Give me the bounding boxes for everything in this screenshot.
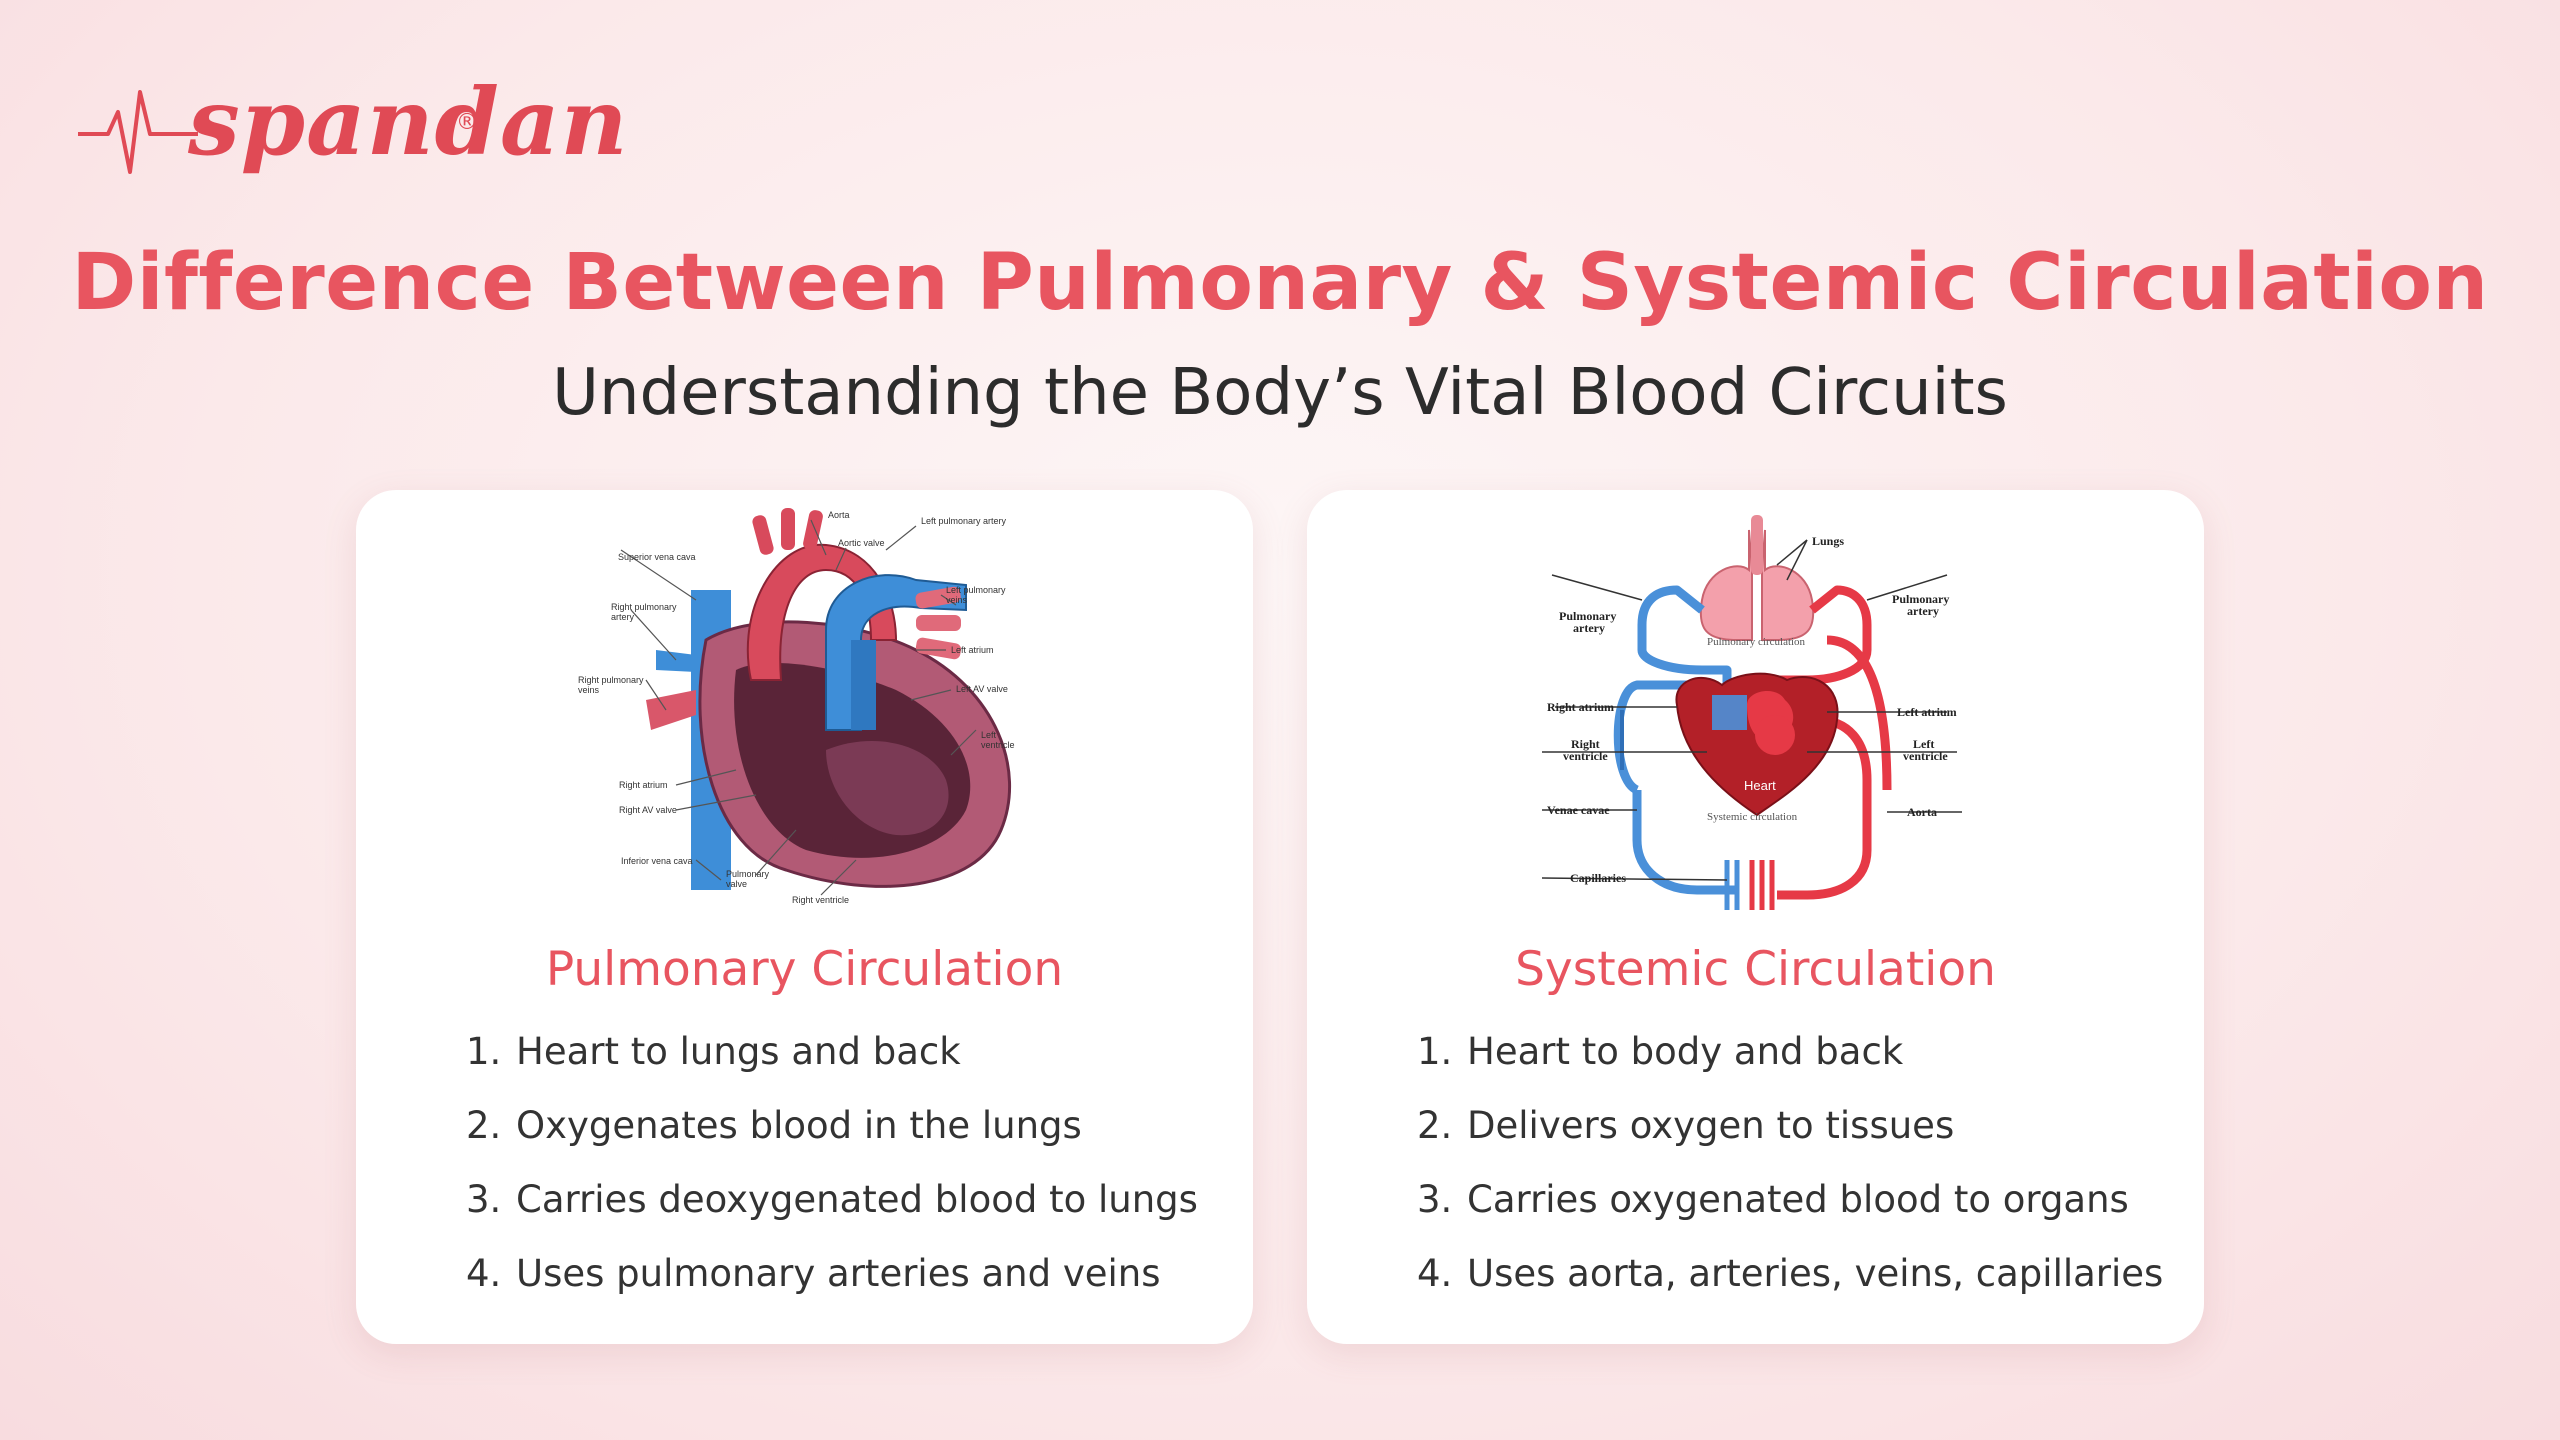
label-right-ventricle-2: ventricle <box>1563 749 1608 763</box>
label-right-atrium: Right atrium <box>1547 700 1614 714</box>
list-item: 1. Heart to lungs and back <box>466 1014 1198 1088</box>
label-systemic-circulation: Systemic circulation <box>1707 811 1798 823</box>
list-text: Carries deoxygenated blood to lungs <box>516 1177 1198 1221</box>
heartbeat-icon <box>78 90 198 174</box>
label-right-pulmonary-veins-2: veins <box>578 685 600 695</box>
list-number: 1. <box>1417 1029 1453 1073</box>
pulmonary-title: Pulmonary Circulation <box>545 942 1064 997</box>
page-subtitle: Understanding the Body’s Vital Blood Cir… <box>552 356 2008 430</box>
label-pulmonary-valve-2: valve <box>726 879 747 889</box>
pulmonary-card: Aorta Aortic valve Left pulmonary artery… <box>356 490 1253 1344</box>
list-item: 2. Oxygenates blood in the lungs <box>466 1088 1198 1162</box>
pulmonary-list: 1. Heart to lungs and back 2. Oxygenates b… <box>466 1014 1198 1310</box>
list-text: Uses pulmonary arteries and veins <box>516 1251 1161 1295</box>
label-left-ventricle: Left <box>981 730 997 740</box>
list-number: 3. <box>466 1177 502 1221</box>
lungs-shape <box>1699 515 1815 641</box>
aorta-shape <box>746 543 898 681</box>
label-left-pulmonary-veins-2: veins <box>946 595 968 605</box>
label-capillaries: Capillaries <box>1570 871 1626 885</box>
registered-mark: ® <box>456 110 478 135</box>
label-left-ventricle-2: ventricle <box>1903 749 1948 763</box>
label-right-ventricle: Right ventricle <box>792 895 849 905</box>
list-text: Heart to lungs and back <box>516 1029 961 1073</box>
label-aortic-valve: Aortic valve <box>838 538 885 548</box>
label-pulmonary-circulation: Pulmonary circulation <box>1707 636 1806 648</box>
list-item: 4. Uses aorta, arteries, veins, capillari… <box>1417 1236 2163 1310</box>
list-item: 3. Carries oxygenated blood to organs <box>1417 1162 2163 1236</box>
list-number: 2. <box>1417 1103 1453 1147</box>
label-right-av-valve: Right AV valve <box>619 805 677 815</box>
label-left-ventricle-2: ventricle <box>981 740 1015 750</box>
label-inferior-vena-cava: Inferior vena cava <box>621 856 693 866</box>
list-item: 4. Uses pulmonary arteries and veins <box>466 1236 1198 1310</box>
systemic-list: 1. Heart to body and back 2. Delivers oxyg… <box>1417 1014 2163 1310</box>
logo-wordmark: spandan <box>188 68 629 176</box>
circulation-diagram: Lungs Pulmonary artery Pulmonary artery … <box>1541 515 1962 910</box>
list-text: Uses aorta, arteries, veins, capillaries <box>1467 1251 2164 1295</box>
list-item: 1. Heart to body and back <box>1417 1014 2163 1088</box>
list-number: 2. <box>466 1103 502 1147</box>
page-title: Difference Between Pulmonary & Systemic … <box>71 238 2489 328</box>
label-lungs: Lungs <box>1812 534 1844 548</box>
systemic-title: Systemic Circulation <box>1515 942 1996 997</box>
list-item: 2. Delivers oxygen to tissues <box>1417 1088 2163 1162</box>
label-heart: Heart <box>1744 778 1776 793</box>
label-right-ventricle: Right <box>1571 737 1600 751</box>
label-right-atrium: Right atrium <box>619 780 668 790</box>
list-item: 3. Carries deoxygenated blood to lungs <box>466 1162 1198 1236</box>
label-superior-vena-cava: Superior vena cava <box>618 552 696 562</box>
list-text: Carries oxygenated blood to organs <box>1467 1177 2129 1221</box>
label-left-atrium: Left atrium <box>1897 705 1957 719</box>
arterial-loop-shape <box>1772 585 1872 700</box>
label-left-atrium: Left atrium <box>951 645 994 655</box>
label-left-av-valve: Left AV valve <box>956 684 1008 694</box>
heart-anatomy-diagram: Aorta Aortic valve Left pulmonary artery… <box>578 508 1015 905</box>
list-text: Oxygenates blood in the lungs <box>516 1103 1082 1147</box>
list-number: 4. <box>1417 1251 1453 1295</box>
list-text: Heart to body and back <box>1467 1029 1904 1073</box>
list-text: Delivers oxygen to tissues <box>1467 1103 1955 1147</box>
label-venae-cavae: Venae cavae <box>1547 803 1610 817</box>
list-number: 1. <box>466 1029 502 1073</box>
list-number: 4. <box>466 1251 502 1295</box>
label-right-pulmonary-artery: Right pulmonary <box>611 602 677 612</box>
list-number: 3. <box>1417 1177 1453 1221</box>
label-left-pulmonary-artery: Left pulmonary artery <box>921 516 1007 526</box>
label-pulmonary-valve: Pulmonary <box>726 869 770 879</box>
label-aorta: Aorta <box>828 510 850 520</box>
right-pulmonary-vein-shape <box>646 690 696 730</box>
capillaries-shape <box>1724 860 1775 910</box>
label-pulmonary-artery-left: Pulmonary <box>1559 609 1616 623</box>
label-left-ventricle: Left <box>1913 737 1934 751</box>
spandan-logo: spandan ® <box>78 68 627 202</box>
label-aorta: Aorta <box>1907 805 1937 819</box>
label-pulmonary-artery-left-2: artery <box>1573 621 1605 635</box>
label-pulmonary-artery-right-2: artery <box>1907 604 1939 618</box>
venous-loop-shape <box>1637 585 1732 720</box>
systemic-card: Lungs Pulmonary artery Pulmonary artery … <box>1307 490 2204 1344</box>
label-left-pulmonary-veins: Left pulmonary <box>946 585 1006 595</box>
label-pulmonary-artery-right: Pulmonary <box>1892 592 1949 606</box>
label-right-pulmonary-artery-2: artery <box>611 612 635 622</box>
label-right-pulmonary-veins: Right pulmonary <box>578 675 644 685</box>
